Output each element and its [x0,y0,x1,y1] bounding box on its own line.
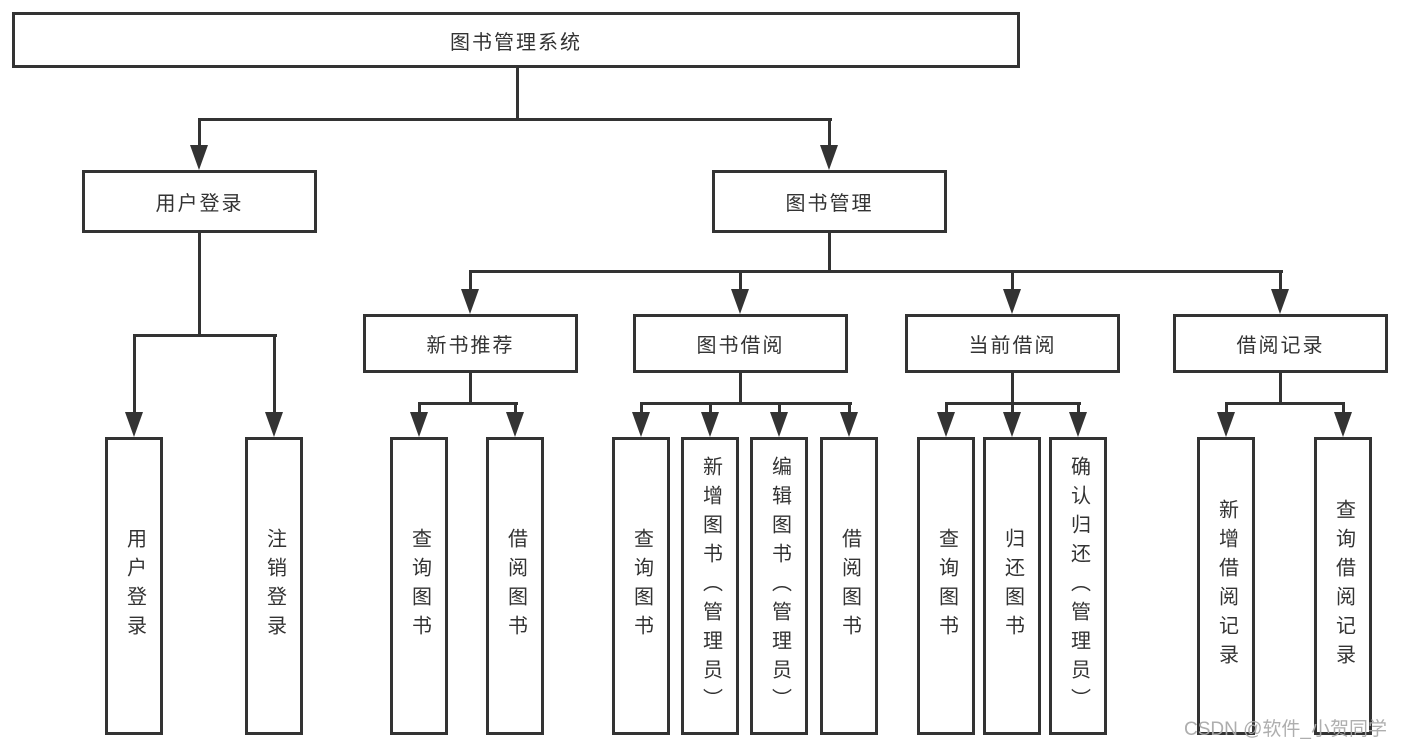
node-records-query-label: 查询借阅记录 [1332,499,1355,673]
edge-userlogin-stem [198,233,201,337]
node-newbook-borrow-label: 借阅图书 [504,528,527,644]
edge-drop [640,404,643,418]
node-user-login-branch: 用户登录 [82,170,317,233]
arrow-down-icon [770,412,788,437]
node-newbook-query: 查询图书 [390,437,448,735]
node-book-mgmt-branch: 图书管理 [712,170,947,233]
node-currentborrow-confirm-label: 确认归还（管理员） [1067,455,1090,717]
arrow-down-icon [731,289,749,314]
csdn-watermark: CSDN @软件_小贺同学 [1184,719,1387,740]
node-borrow-records: 借阅记录 [1173,314,1388,373]
edge-drop [778,404,781,418]
arrow-down-icon [1217,412,1235,437]
arrow-down-icon [1003,289,1021,314]
arrow-down-icon [840,412,858,437]
arrow-down-icon [410,412,428,437]
edge-currentborrow-stem [1011,373,1014,405]
node-book-borrow: 图书借阅 [633,314,848,373]
edge-bookborrow-stem [739,373,742,405]
edge-bookborrow-rail [640,402,852,405]
node-login: 用户登录 [105,437,163,735]
arrow-down-icon [265,412,283,437]
node-bookborrow-add: 新增图书（管理员） [681,437,739,735]
edge-drop [1342,404,1345,418]
edge-drop-borrowrecords [1279,272,1282,296]
arrow-down-icon [1271,289,1289,314]
node-currentborrow-query-label: 查询图书 [935,528,958,644]
node-bookborrow-edit: 编辑图书（管理员） [750,437,808,735]
edge-drop [418,404,421,418]
edge-drop [945,404,948,418]
edge-newbook-stem [469,373,472,405]
arrow-down-icon [1003,412,1021,437]
arrow-down-icon [461,289,479,314]
arrow-down-icon [820,145,838,170]
edge-drop [1077,404,1080,418]
edge-drop-currentborrow [1011,272,1014,296]
node-logout-label: 注销登录 [263,528,286,644]
edge-root-rail [198,118,832,121]
edge-currentborrow-rail [945,402,1081,405]
edge-bookmgmt-stem [828,233,831,273]
node-new-book-rec: 新书推荐 [363,314,578,373]
arrow-down-icon [1334,412,1352,437]
edge-newbook-rail [418,402,518,405]
arrow-down-icon [506,412,524,437]
arrow-down-icon [1069,412,1087,437]
node-newbook-query-label: 查询图书 [408,528,431,644]
edge-borrowrecords-rail [1225,402,1345,405]
arrow-down-icon [125,412,143,437]
arrow-down-icon [632,412,650,437]
node-currentborrow-return-label: 归还图书 [1001,528,1024,644]
node-bookborrow-edit-label: 编辑图书（管理员） [768,455,791,717]
node-bookborrow-borrow-label: 借阅图书 [838,528,861,644]
node-records-add-label: 新增借阅记录 [1215,499,1238,673]
node-root: 图书管理系统 [12,12,1020,68]
edge-drop [848,404,851,418]
node-logout: 注销登录 [245,437,303,735]
node-bookborrow-query: 查询图书 [612,437,670,735]
node-bookborrow-borrow: 借阅图书 [820,437,878,735]
edge-drop-bookborrow [739,272,742,296]
arrow-down-icon [937,412,955,437]
edge-userlogin-rail [133,334,277,337]
node-records-query: 查询借阅记录 [1314,437,1372,735]
edge-drop-user-login [198,120,201,152]
node-currentborrow-confirm: 确认归还（管理员） [1049,437,1107,735]
edge-bookmgmt-rail [469,270,1283,273]
edge-drop-logout [273,336,276,418]
edge-drop [1011,404,1014,418]
edge-drop [709,404,712,418]
edge-drop-login [133,336,136,418]
edge-borrowrecords-stem [1279,373,1282,405]
arrow-down-icon [701,412,719,437]
node-newbook-borrow: 借阅图书 [486,437,544,735]
edge-drop-newbook [469,272,472,296]
node-currentborrow-query: 查询图书 [917,437,975,735]
edge-root-stem [516,68,519,120]
node-currentborrow-return: 归还图书 [983,437,1041,735]
node-bookborrow-add-label: 新增图书（管理员） [699,455,722,717]
node-bookborrow-query-label: 查询图书 [630,528,653,644]
edge-drop [1225,404,1228,418]
node-current-borrow: 当前借阅 [905,314,1120,373]
node-records-add: 新增借阅记录 [1197,437,1255,735]
edge-drop-book-mgmt [828,120,831,152]
node-login-label: 用户登录 [123,528,146,644]
edge-drop [514,404,517,418]
arrow-down-icon [190,145,208,170]
